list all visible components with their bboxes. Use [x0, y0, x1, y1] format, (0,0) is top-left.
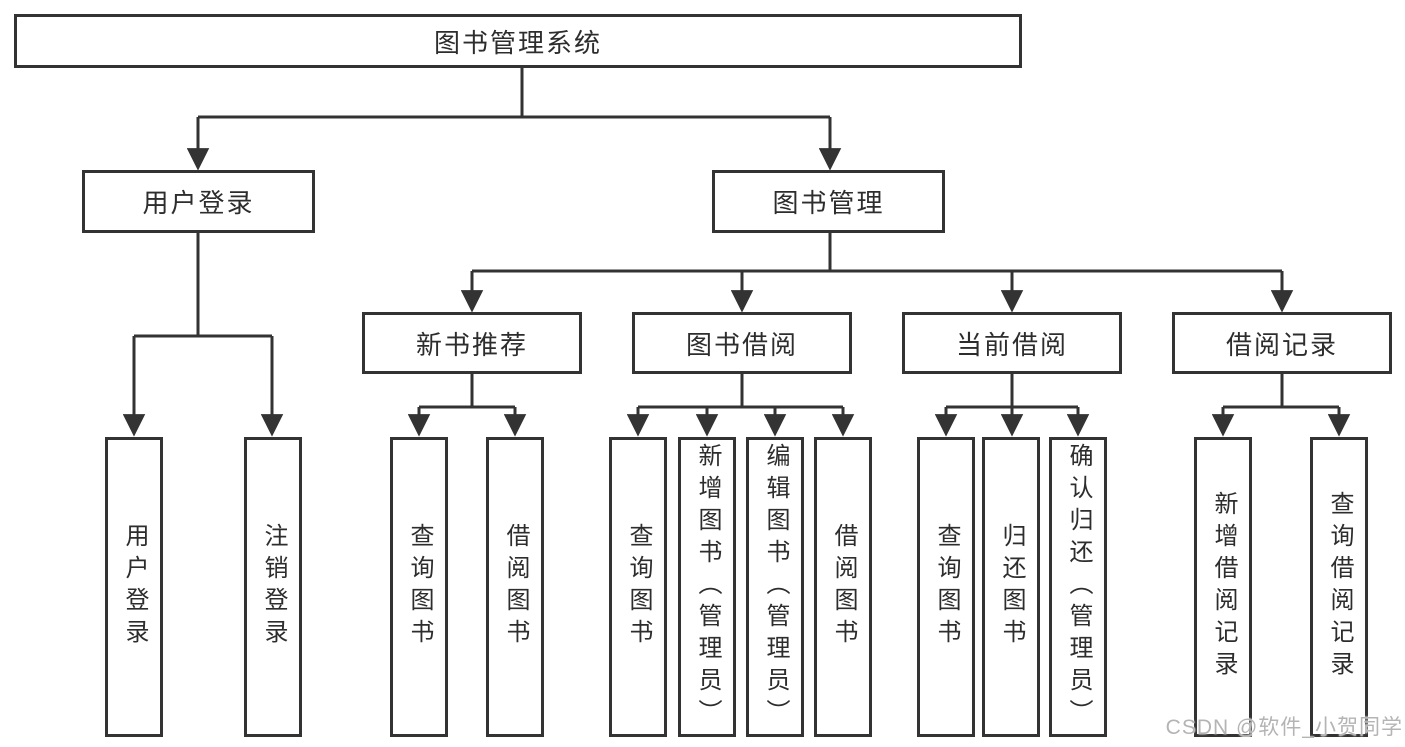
node-current-borrow: 当前借阅 [902, 312, 1122, 374]
connector-book-borrow [626, 374, 855, 437]
node-borrow-records-label: 借阅记录 [1225, 329, 1338, 360]
watermark: CSDN @软件_小贺同学 [1165, 716, 1403, 739]
leaf-query-books-current-label: 查询图书 [933, 523, 960, 651]
leaf-logout-label: 注销登录 [260, 523, 287, 651]
leaf-return-books: 归还图书 [982, 437, 1040, 737]
node-root: 图书管理系统 [14, 14, 1022, 68]
node-book-borrow-label: 图书借阅 [685, 329, 798, 360]
leaf-user-login: 用户登录 [105, 437, 163, 737]
node-new-book-recommend: 新书推荐 [362, 312, 582, 374]
connector-current-borrow [934, 374, 1090, 437]
leaf-confirm-return-admin-label: 确认归还（管理员） [1065, 443, 1092, 731]
connector-root [186, 68, 842, 171]
leaf-add-borrow-record-label: 新增借阅记录 [1210, 491, 1237, 683]
node-user-login-label: 用户登录 [142, 188, 255, 218]
node-new-book-recommend-label: 新书推荐 [415, 329, 528, 360]
leaf-borrow-books-recommend: 借阅图书 [486, 437, 544, 737]
leaf-query-borrow-record: 查询借阅记录 [1310, 437, 1368, 737]
node-book-borrow: 图书借阅 [632, 312, 852, 374]
connector-book-management [460, 233, 1294, 313]
leaf-add-book-admin-label: 新增图书（管理员） [694, 443, 721, 731]
leaf-confirm-return-admin: 确认归还（管理员） [1049, 437, 1107, 737]
leaf-user-login-label: 用户登录 [121, 523, 148, 651]
node-user-login: 用户登录 [82, 170, 315, 233]
leaf-add-borrow-record: 新增借阅记录 [1194, 437, 1252, 737]
leaf-query-books-recommend-label: 查询图书 [406, 523, 433, 651]
leaf-query-borrow-record-label: 查询借阅记录 [1326, 491, 1353, 683]
leaf-borrow-books: 借阅图书 [814, 437, 872, 737]
connector-borrow-records [1211, 374, 1351, 437]
leaf-logout: 注销登录 [244, 437, 302, 737]
leaf-borrow-books-label: 借阅图书 [830, 523, 857, 651]
node-root-label: 图书管理系统 [433, 27, 602, 58]
connector-user-login [122, 233, 284, 437]
leaf-edit-book-admin-label: 编辑图书（管理员） [762, 443, 789, 731]
node-book-management: 图书管理 [712, 170, 945, 233]
leaf-borrow-books-recommend-label: 借阅图书 [502, 523, 529, 651]
leaf-add-book-admin: 新增图书（管理员） [678, 437, 736, 737]
leaf-return-books-label: 归还图书 [998, 523, 1025, 651]
connector-new-book-recommend [407, 374, 527, 437]
leaf-query-books-borrow-label: 查询图书 [625, 523, 652, 651]
node-current-borrow-label: 当前借阅 [955, 329, 1068, 360]
node-borrow-records: 借阅记录 [1172, 312, 1392, 374]
leaf-query-books-current: 查询图书 [917, 437, 975, 737]
leaf-query-books-recommend: 查询图书 [390, 437, 448, 737]
leaf-query-books-borrow: 查询图书 [609, 437, 667, 737]
node-book-management-label: 图书管理 [772, 188, 885, 218]
leaf-edit-book-admin: 编辑图书（管理员） [746, 437, 804, 737]
